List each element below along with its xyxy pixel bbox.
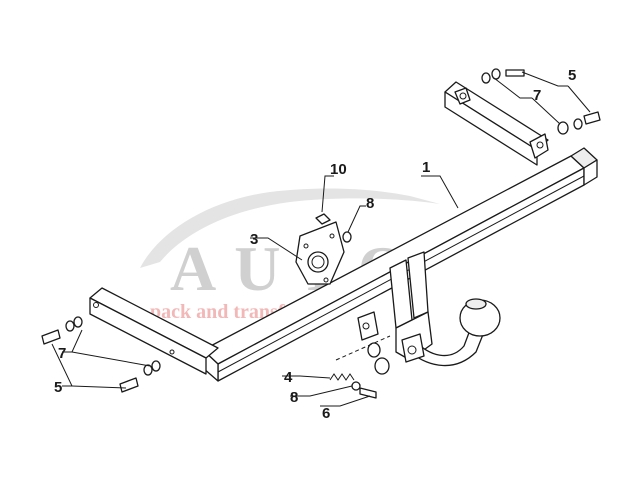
callout-4: 4: [284, 369, 293, 386]
callout-7-right: 7: [533, 87, 541, 104]
callout-6: 6: [322, 405, 330, 422]
washer-8-upper: [342, 231, 352, 243]
bolt-5-left-upper: [41, 329, 61, 345]
bolt-5-upper: [505, 69, 525, 77]
towball-assembly: [401, 298, 501, 367]
callout-3: 3: [250, 231, 258, 248]
bolt-5-lower: [583, 111, 601, 125]
callout-labels: 1 3 4 5 5 6 7 7 8 8 10: [54, 67, 576, 422]
bolt-6: [359, 387, 377, 399]
callout-8-upper: 8: [366, 195, 374, 212]
callout-8-lower: 8: [290, 389, 298, 406]
callout-5-right: 5: [568, 67, 576, 84]
watermark-car-silhouette: [140, 188, 440, 268]
callout-10: 10: [330, 161, 347, 178]
bolt-5-left-lower: [119, 377, 139, 393]
washer-8-lower: [351, 381, 361, 391]
washer-7-upper: [491, 68, 501, 80]
nut-10: [315, 213, 331, 225]
spring-4: [329, 373, 355, 381]
leader-lines: [51, 71, 591, 407]
callout-7-left: 7: [58, 345, 66, 362]
hardware: [41, 68, 601, 399]
socket-plate: [295, 221, 345, 285]
callout-1: 1: [422, 159, 430, 176]
left-side-bracket: [89, 287, 219, 375]
callout-5-left: 5: [54, 379, 62, 396]
right-side-bracket: [444, 81, 549, 166]
